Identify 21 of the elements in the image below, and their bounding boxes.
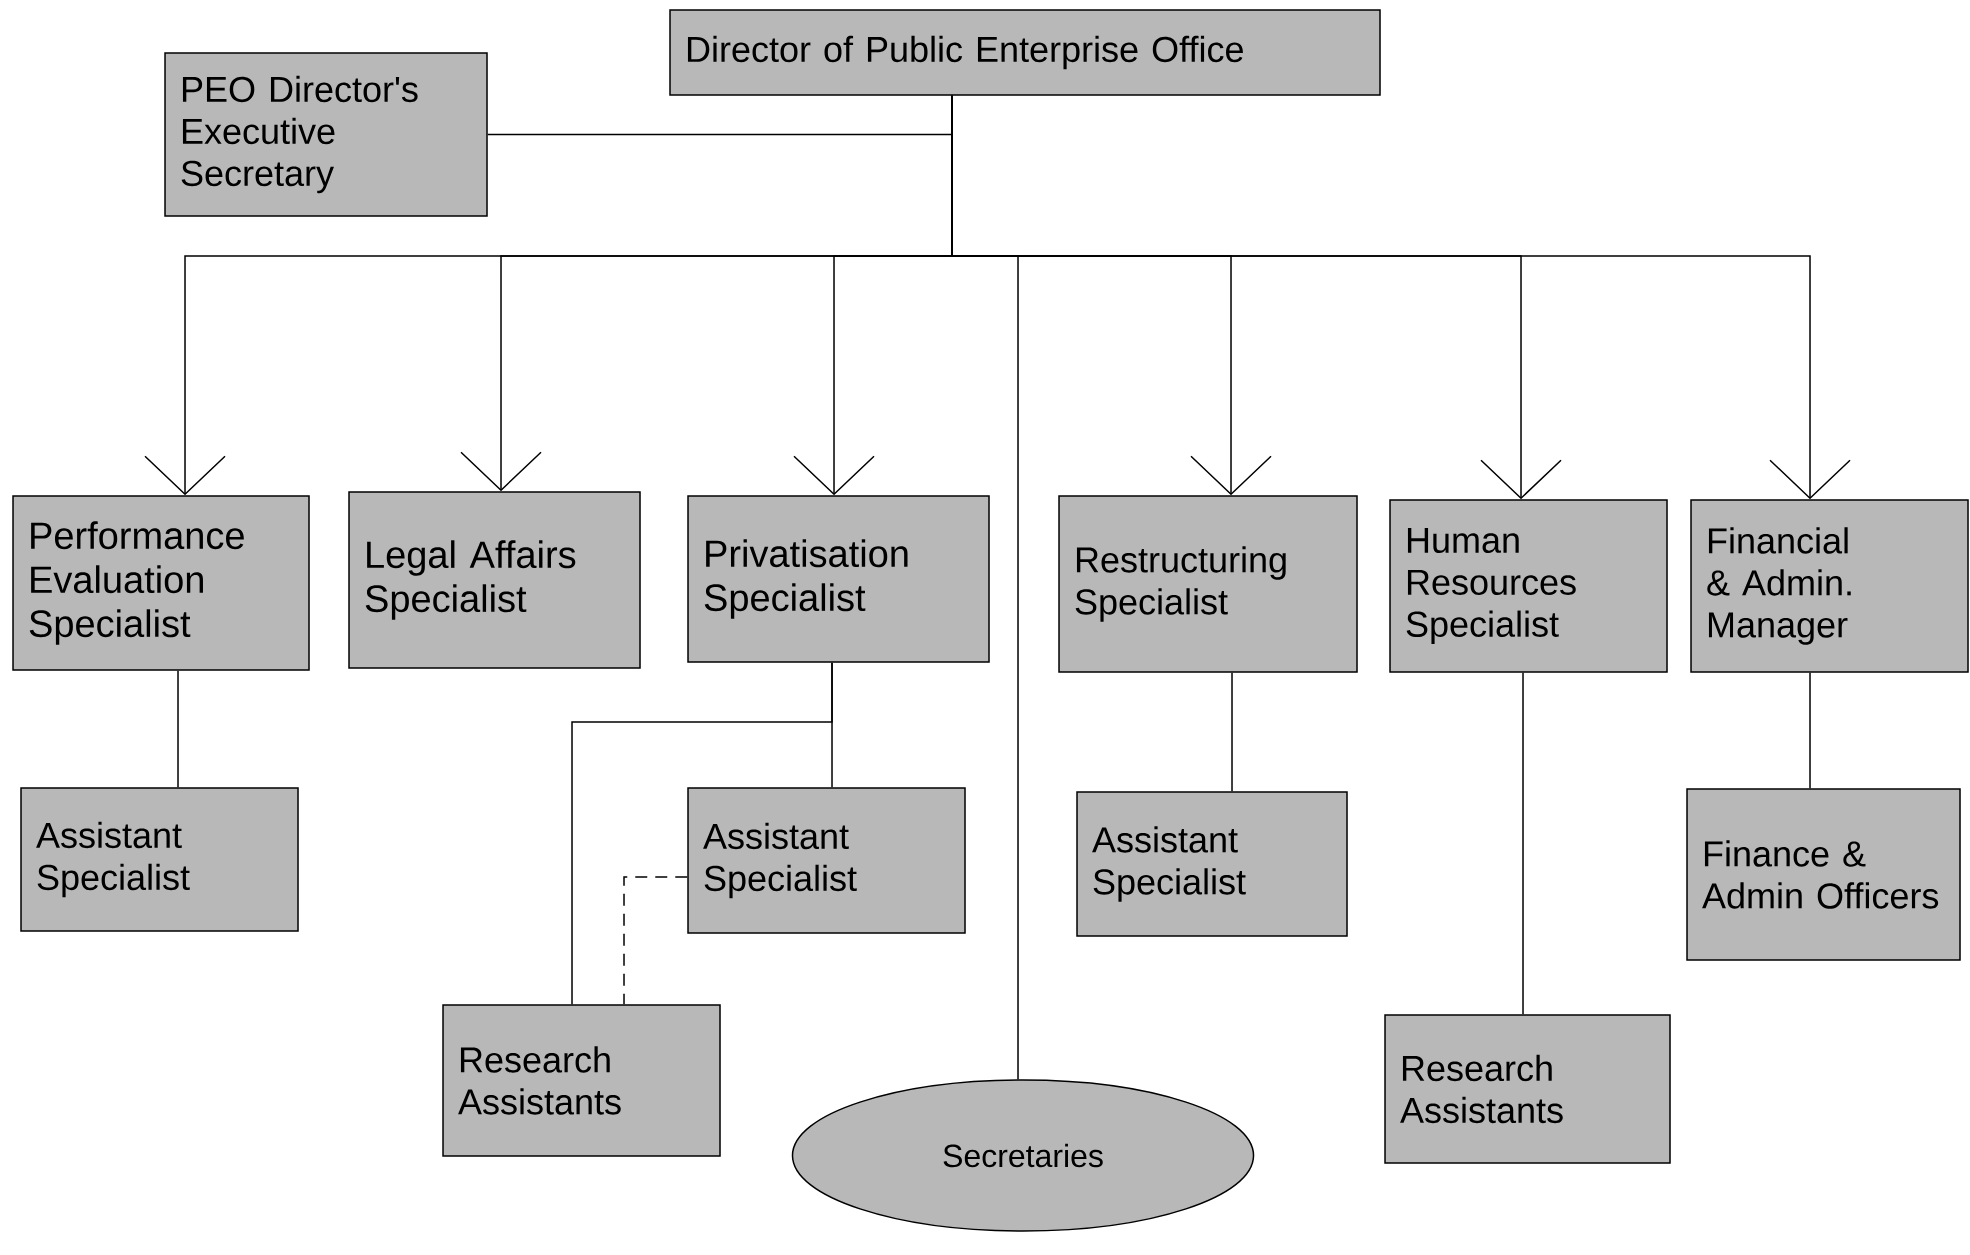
connector <box>177 670 179 788</box>
role-box: Research Assistants <box>442 1004 721 1157</box>
role-box: Assistant Specialist <box>20 787 299 932</box>
role-box: Financial & Admin. Manager <box>1690 499 1969 673</box>
title-box: Director of Public Enterprise Office <box>669 9 1381 96</box>
connector <box>1522 672 1524 1015</box>
role-box: Finance & Admin Officers <box>1686 788 1961 961</box>
role-box: Performance Evaluation Specialist <box>12 495 310 671</box>
role-box: Assistant Specialist <box>1076 791 1348 937</box>
role-box: Privatisation Specialist <box>687 495 990 663</box>
role-box: Restructuring Specialist <box>1058 495 1358 673</box>
connector <box>1231 672 1233 792</box>
connector <box>1809 672 1811 789</box>
connector <box>951 95 1851 500</box>
role-box: Human Resources Specialist <box>1389 499 1668 673</box>
role-box: PEO Director's Executive Secretary <box>164 52 488 217</box>
role-box: Legal Affairs Specialist <box>348 491 641 669</box>
connector <box>623 876 688 1005</box>
connector <box>831 662 833 788</box>
role-box: Assistant Specialist <box>687 787 966 934</box>
role-box: Research Assistants <box>1384 1014 1671 1164</box>
